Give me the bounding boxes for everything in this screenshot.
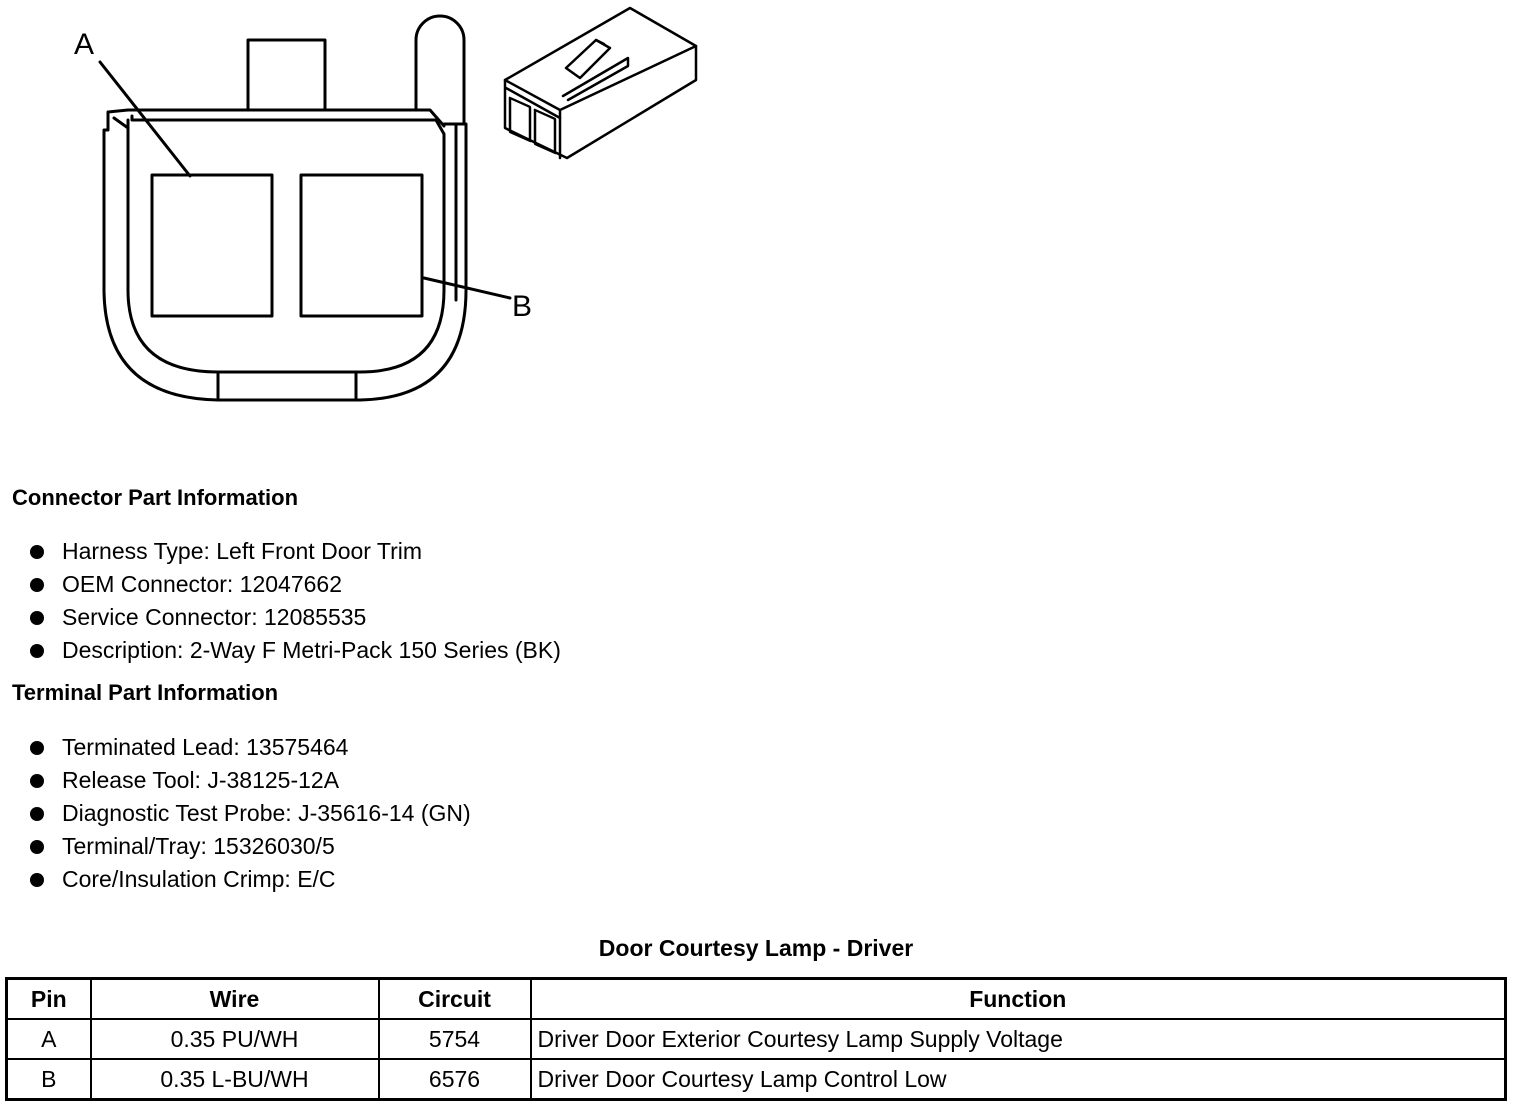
list-item: Harness Type: Left Front Door Trim — [28, 535, 561, 568]
circuit-cell: 5754 — [377, 1018, 532, 1060]
terminal-cavity-a — [150, 173, 274, 318]
pin-column-header: Pin — [5, 977, 92, 1020]
function-cell: Driver Door Exterior Courtesy Lamp Suppl… — [529, 1018, 1507, 1060]
connector-top-tab — [246, 38, 327, 115]
bullet-icon — [30, 610, 44, 625]
connector-part-info-heading: Connector Part Information — [12, 485, 299, 510]
wire-cell: 0.35 L-BU/WH — [89, 1058, 380, 1101]
bullet-icon — [30, 773, 44, 788]
bullet-icon — [30, 872, 44, 887]
oem-connector-text: OEM Connector: 12047662 — [62, 571, 343, 597]
connector-body-inner — [126, 114, 446, 374]
list-item: Service Connector: 12085535 — [28, 601, 561, 634]
terminal-part-info-heading: Terminal Part Information — [12, 680, 279, 705]
pin-cell: B — [5, 1058, 92, 1101]
connector-isometric-view — [503, 6, 698, 160]
table-row: A 0.35 PU/WH 5754 Driver Door Exterior C… — [5, 1018, 1507, 1060]
list-item: Release Tool: J-38125-12A — [28, 764, 471, 797]
pin-table: Pin Wire Circuit Function A 0.35 PU/WH 5… — [5, 977, 1507, 1101]
function-column-header: Function — [529, 977, 1507, 1020]
list-item: Description: 2-Way F Metri-Pack 150 Seri… — [28, 634, 561, 667]
terminal-tray-text: Terminal/Tray: 15326030/5 — [62, 833, 335, 859]
release-tool-text: Release Tool: J-38125-12A — [62, 767, 340, 793]
terminated-lead-text: Terminated Lead: 13575464 — [62, 734, 349, 760]
bullet-icon — [30, 740, 44, 755]
connector-diagram: A B — [74, 6, 698, 402]
list-item: Terminal/Tray: 15326030/5 — [28, 830, 471, 863]
connector-part-info-list: Harness Type: Left Front Door Trim OEM C… — [28, 535, 561, 667]
wire-column-header: Wire — [89, 977, 380, 1020]
service-connector-text: Service Connector: 12085535 — [62, 604, 367, 630]
bullet-icon — [30, 839, 44, 854]
description-text: Description: 2-Way F Metri-Pack 150 Seri… — [62, 637, 561, 663]
cavity-label-b: B — [512, 290, 532, 323]
cavity-label-a: A — [74, 28, 94, 61]
list-item: OEM Connector: 12047662 — [28, 568, 561, 601]
bullet-icon — [30, 577, 44, 592]
connector-corner-line — [112, 116, 130, 130]
harness-type-text: Harness Type: Left Front Door Trim — [62, 538, 423, 564]
bullet-icon — [30, 806, 44, 821]
terminal-part-info-list: Terminated Lead: 13575464 Release Tool: … — [28, 731, 471, 896]
leader-line-a — [98, 60, 192, 178]
leader-line-b — [422, 276, 512, 300]
list-item: Diagnostic Test Probe: J-35616-14 (GN) — [28, 797, 471, 830]
circuit-column-header: Circuit — [377, 977, 532, 1020]
table-header-row: Pin Wire Circuit Function — [5, 977, 1507, 1020]
pin-cell: A — [5, 1018, 92, 1060]
pin-table-title: Door Courtesy Lamp - Driver — [598, 935, 914, 961]
list-item: Terminated Lead: 13575464 — [28, 731, 471, 764]
bullet-icon — [30, 643, 44, 658]
connector-lock-post — [414, 14, 466, 130]
bullet-icon — [30, 544, 44, 559]
wire-cell: 0.35 PU/WH — [89, 1018, 380, 1060]
crimp-text: Core/Insulation Crimp: E/C — [62, 866, 336, 892]
list-item: Core/Insulation Crimp: E/C — [28, 863, 471, 896]
terminal-cavity-b — [299, 173, 424, 318]
test-probe-text: Diagnostic Test Probe: J-35616-14 (GN) — [62, 800, 471, 826]
function-cell: Driver Door Courtesy Lamp Control Low — [529, 1058, 1507, 1101]
table-row: B 0.35 L-BU/WH 6576 Driver Door Courtesy… — [5, 1058, 1507, 1101]
circuit-cell: 6576 — [377, 1058, 532, 1101]
